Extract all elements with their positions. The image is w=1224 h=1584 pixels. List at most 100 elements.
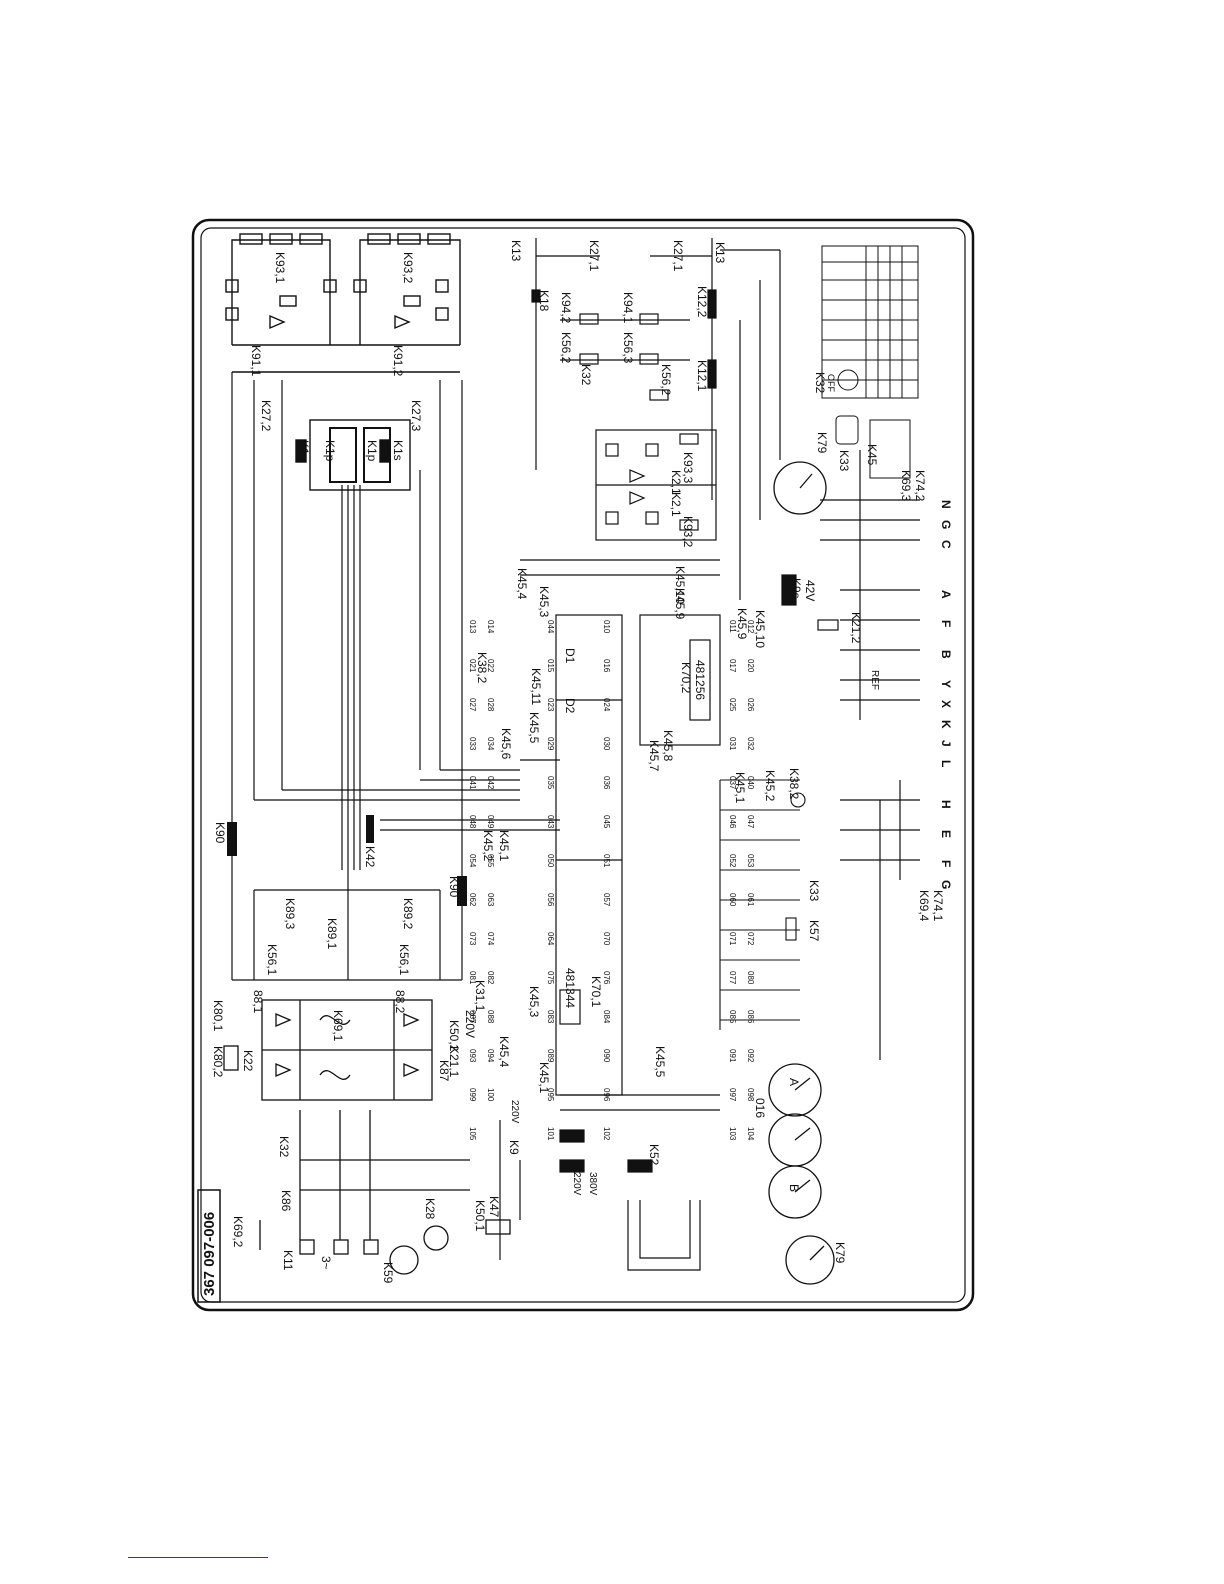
label-k38-2b: K38,2 (787, 768, 801, 800)
label-k45-10b: K45,10 (673, 566, 687, 604)
wire-number: 096 (602, 1088, 611, 1102)
label-k59: K59 (381, 1262, 395, 1284)
label-k2-1b: K2,1 (669, 492, 683, 517)
terminal-letter: B (939, 650, 953, 659)
label-k32-c: K32 (813, 372, 827, 394)
label-k56-2a: K56,2 (559, 332, 573, 364)
wire-number: 097 (728, 1088, 737, 1102)
terminal-letter: H (939, 800, 953, 809)
label-k45-9a: K45,9 (735, 608, 749, 640)
label-k45-1c: K45,1 (733, 772, 747, 804)
wire-number: 035 (546, 776, 555, 790)
label-k21-2: K21,2 (849, 612, 863, 644)
wire-number: 056 (546, 893, 555, 907)
label-k1p-b: K1p (365, 440, 379, 462)
k52-section (499, 1120, 701, 1271)
label-k57: K57 (807, 920, 821, 942)
label-k38-2a: K38,2 (475, 652, 489, 684)
wire-number: 020 (746, 659, 755, 673)
label-off: OFF (826, 374, 836, 392)
label-k91-2: K91,2 (391, 345, 405, 377)
wire-number: 089 (546, 1049, 555, 1063)
wire-number: 100 (486, 1088, 495, 1102)
label-k1s-b: K1s (391, 440, 405, 461)
wire-number: 049 (486, 815, 495, 829)
wire-number: 050 (546, 854, 555, 868)
wire-number: 063 (486, 893, 495, 907)
label-k56-1b: K56,1 (397, 944, 411, 976)
label-k94-1: K94,1 (621, 292, 635, 324)
rectifier-bridges (223, 999, 433, 1101)
label-ref: REF (869, 670, 880, 690)
wire-number: 046 (728, 815, 737, 829)
label-380v: 380V (587, 1172, 598, 1196)
label-k69-4: K69,4 (917, 890, 931, 922)
k13-k94-section (531, 238, 717, 500)
label-220v-b: 220V (571, 1172, 582, 1196)
label-k45-7: K45,7 (647, 740, 661, 772)
wire-number: 074 (486, 932, 495, 946)
label-k93-3: K93,3 (681, 452, 695, 484)
wire-number: 094 (486, 1049, 495, 1063)
label-k90-b: K90 (447, 876, 461, 898)
wire-number: 102 (602, 1127, 611, 1141)
wire-number: 012 (746, 620, 755, 634)
wire-number: 024 (602, 698, 611, 712)
wire-number: 032 (746, 737, 755, 751)
label-k50-2: K50,2 (447, 1020, 461, 1052)
label-k70-1: K70,1 (589, 976, 603, 1008)
label-k93-2: K93,2 (401, 252, 415, 284)
label-k45-11: K45,11 (529, 668, 543, 705)
wire-number: 022 (486, 659, 495, 673)
label-k45-1a: K45,1 (497, 830, 511, 862)
label-481344: 481344 (563, 968, 577, 1008)
wire-number: 030 (602, 737, 611, 751)
terminal-letter: K (939, 720, 953, 729)
k2-diode-block (595, 429, 717, 541)
label-k79-a: K79 (815, 432, 829, 454)
wire-number: 055 (486, 854, 495, 868)
wire-number: 103 (728, 1127, 737, 1141)
wire-number: 014 (486, 620, 495, 634)
wire-number: 041 (468, 776, 477, 790)
label-k1s-a: K1s (297, 440, 311, 461)
wire-number: 070 (602, 932, 611, 946)
wire-number: 072 (746, 932, 755, 946)
terminal-letter: C (939, 540, 953, 549)
k32-switch-group (259, 1110, 511, 1275)
label-k27-1b: K27,1 (671, 240, 685, 272)
label-k45-10a: K45,10 (753, 610, 767, 648)
k90-coils (227, 815, 467, 906)
label-k45-3b: K45,3 (537, 586, 551, 618)
label-k89-2: K89,2 (401, 898, 415, 930)
label-k27-2: K27,2 (259, 400, 273, 432)
label-k13-b: K13 (713, 242, 727, 264)
label-k12-1: K12,1 (695, 360, 709, 392)
wire-number: 031 (728, 737, 737, 751)
wire-number: 016 (602, 659, 611, 673)
label-k33-a: K33 (837, 450, 851, 472)
terminal-letter: Y (939, 680, 953, 688)
label-k56-3: K56,3 (621, 332, 635, 364)
wire-number: 098 (746, 1088, 755, 1102)
wire-number: 064 (546, 932, 555, 946)
wire-number: 054 (468, 854, 477, 868)
wire-number: 036 (602, 776, 611, 790)
wire-number: 037 (728, 776, 737, 790)
wire-number: 010 (602, 620, 611, 634)
label-88-2: 88,2 (393, 990, 407, 1014)
label-k21-1: K21,1 (447, 1046, 461, 1078)
label-k9: K9 (507, 1140, 521, 1155)
label-k79-b: K79 (833, 1242, 847, 1264)
label-k12-2: K12,2 (695, 286, 709, 318)
wire-number: 091 (728, 1049, 737, 1063)
wire-number: 085 (728, 1010, 737, 1024)
wire-number: 043 (546, 815, 555, 829)
label-d2: D2 (563, 698, 577, 714)
wire-number: 029 (546, 737, 555, 751)
wire-number: 045 (602, 815, 611, 829)
wire-number: 060 (728, 893, 737, 907)
wire-number: 028 (486, 698, 495, 712)
